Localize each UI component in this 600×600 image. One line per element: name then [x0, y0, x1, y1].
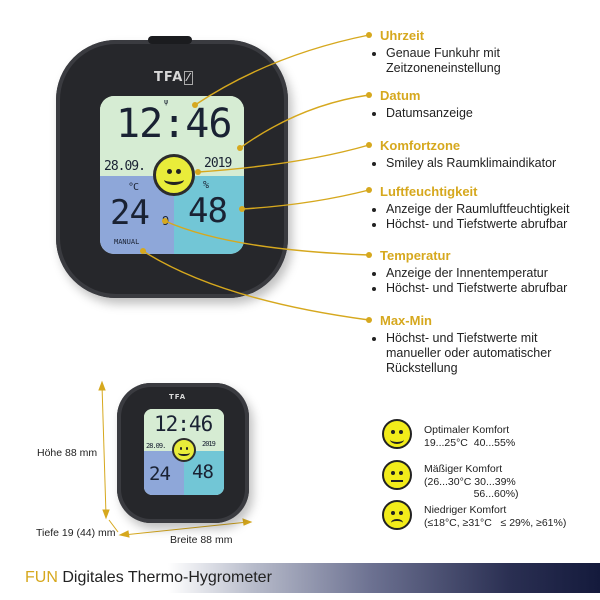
temperature-unit: °C — [128, 182, 139, 193]
footer-banner: FUN Digitales Thermo-Hygrometer — [0, 563, 600, 593]
product-title: FUN Digitales Thermo-Hygrometer — [25, 568, 272, 588]
lcd-screen-small: 12:46 28.09. 2019 24 48 — [144, 409, 224, 495]
thermo-hygrometer-small: TFA 12:46 28.09. 2019 24 48 — [117, 383, 249, 523]
signal-icon: ψ — [164, 98, 168, 106]
legend-moderate-detail: (26...30°C 30...39% 56...60%) — [424, 476, 519, 500]
date-display-small: 28.09. — [146, 442, 166, 450]
temperature-display: 24 — [110, 193, 150, 233]
annotation-uhrzeit: Uhrzeit Genaue Funkuhr mit Zeitzoneneins… — [368, 28, 546, 76]
width-dimension: Breite 88 mm — [170, 534, 233, 546]
legend-optimal-title: Optimaler Komfort — [424, 424, 510, 436]
sad-smiley-icon — [382, 500, 412, 530]
time-display-small: 12:46 — [154, 412, 213, 436]
lcd-screen: ψ 12:46 28.09. 2019 °C % 24 9 48 MANUAL — [100, 96, 244, 254]
logo-mark-icon: ⁄ — [184, 71, 194, 85]
humidity-display-small: 48 — [192, 461, 214, 483]
comfort-smiley-small-icon — [172, 438, 196, 462]
legend-low-detail: (≤18°C, ≥31°C ≤ 29%, ≥61%) — [424, 517, 567, 529]
device-top-button — [148, 36, 192, 44]
tfa-logo-small: TFA — [169, 393, 187, 401]
year-display: 2019 — [204, 156, 232, 171]
product-name: Digitales Thermo-Hygrometer — [62, 569, 272, 586]
annotation-max-min: Max-Min Höchst- und Tiefstwerte mit manu… — [368, 313, 556, 376]
neutral-smiley-icon — [382, 460, 412, 490]
time-display: 12:46 — [116, 101, 232, 147]
legend-optimal-detail: 19...25°C 40...55% — [424, 437, 516, 449]
depth-dimension: Tiefe 19 (44) mm — [36, 527, 116, 539]
manual-mode-label: MANUAL — [114, 238, 140, 246]
humidity-unit: % — [203, 180, 209, 191]
date-display: 28.09. — [104, 159, 146, 174]
height-dimension: Höhe 88 mm — [37, 447, 98, 459]
legend-low-title: Niedriger Komfort — [424, 504, 507, 516]
comfort-smiley-icon — [153, 154, 195, 196]
happy-smiley-icon — [382, 419, 412, 449]
year-display-small: 2019 — [202, 440, 216, 448]
temperature-display-small: 24 — [149, 463, 171, 485]
tfa-logo: TFA⁄ — [154, 70, 194, 85]
thermo-hygrometer-device: TFA⁄ ψ 12:46 28.09. 2019 °C % 24 9 48 MA… — [56, 36, 288, 298]
annotation-komfortzone: Komfortzone Smiley als Raumklimaindikato… — [368, 138, 556, 171]
legend-moderate-title: Mäßiger Komfort — [424, 463, 503, 475]
annotation-temperatur: Temperatur Anzeige der Innentemperatur H… — [368, 248, 567, 296]
product-brand: FUN — [25, 569, 58, 586]
annotation-luftfeuchtigkeit: Luftfeuchtigkeit Anzeige der Raumluftfeu… — [368, 184, 569, 232]
humidity-display: 48 — [188, 191, 228, 231]
annotation-datum: Datum Datumsanzeige — [368, 88, 473, 121]
